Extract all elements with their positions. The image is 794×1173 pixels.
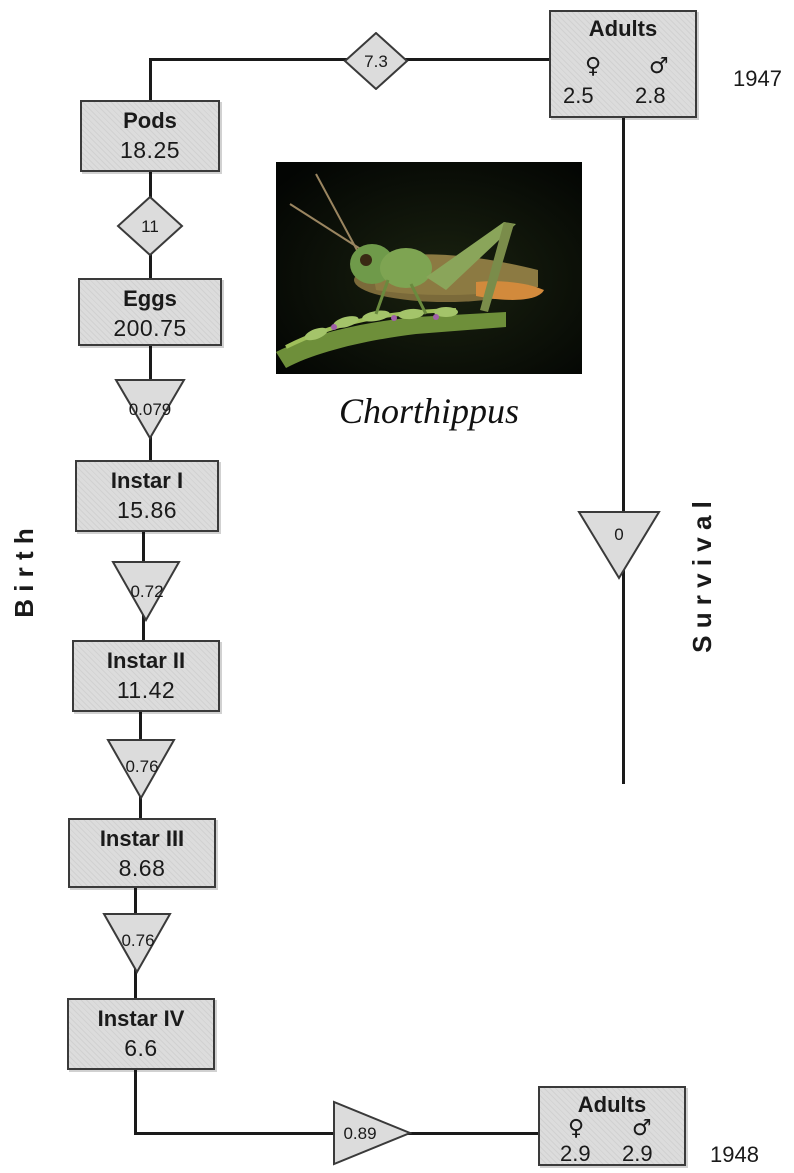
eggs-value: 200.75 xyxy=(113,315,187,341)
birth-label: B i r t h xyxy=(9,528,39,618)
instar1-survival-triangle: 0.72 xyxy=(111,561,181,622)
adults-top-female: 2.5 xyxy=(563,83,594,108)
instar4-title: Instar IV xyxy=(97,1006,185,1031)
grasshopper-photo xyxy=(276,162,582,374)
year-bottom: 1948 xyxy=(710,1142,759,1167)
instar3-survival-rate: 0.76 xyxy=(121,931,154,950)
photo-caption: Chorthippus xyxy=(338,391,520,431)
instar1-value: 15.86 xyxy=(116,497,178,523)
grasshopper-illustration xyxy=(276,162,582,374)
instar3-survival-triangle: 0.76 xyxy=(102,913,172,974)
eggs-survival-rate: 0.079 xyxy=(129,400,172,419)
instar4-survival-rate: 0.89 xyxy=(343,1124,376,1143)
instar3-box: Instar III 8.68 xyxy=(68,818,216,888)
female-symbol-icon: ♀ xyxy=(585,54,602,79)
adults-top-box: Adults ♀ ♂ 2.5 2.8 xyxy=(549,10,697,118)
male-symbol-icon: ♂ xyxy=(649,54,669,79)
pods-value: 18.25 xyxy=(119,137,181,163)
instar2-survival-triangle: 0.76 xyxy=(106,739,176,800)
instar4-box: Instar IV 6.6 xyxy=(67,998,215,1070)
adult-survival-triangle: 0 xyxy=(577,511,661,580)
survival-label: S u r v i v a l xyxy=(687,501,717,653)
year-top: 1947 xyxy=(733,66,782,91)
instar1-title: Instar I xyxy=(110,468,184,493)
fecundity-diamond: 7.3 xyxy=(343,32,409,90)
instar1-survival-rate: 0.72 xyxy=(130,582,163,601)
fecundity-rate: 7.3 xyxy=(364,52,388,71)
pods-title: Pods xyxy=(123,108,177,133)
instar2-box: Instar II 11.42 xyxy=(72,640,220,712)
instar2-value: 11.42 xyxy=(116,677,176,703)
eggs-per-pod-rate: 11 xyxy=(141,217,159,236)
pods-box: Pods 18.25 xyxy=(80,100,220,172)
eggs-survival-triangle: 0.079 xyxy=(114,379,186,440)
instar2-title: Instar II xyxy=(106,648,186,673)
instar3-title: Instar III xyxy=(99,826,185,851)
male-symbol-icon: ♂ xyxy=(632,1116,652,1141)
connector-left-top xyxy=(149,58,152,100)
adults-bottom-female: 2.9 xyxy=(560,1141,591,1166)
instar3-value: 8.68 xyxy=(118,855,166,881)
eggs-box: Eggs 200.75 xyxy=(78,278,222,346)
adults-bottom-box: Adults ♀ ♂ 2.9 2.9 xyxy=(538,1086,686,1166)
instar4-value: 6.6 xyxy=(124,1035,158,1061)
adults-bottom-male: 2.9 xyxy=(622,1141,653,1166)
adults-bottom-title: Adults xyxy=(577,1092,647,1117)
instar1-box: Instar I 15.86 xyxy=(75,460,219,532)
instar4-survival-triangle: 0.89 xyxy=(333,1100,412,1166)
adults-top-male: 2.8 xyxy=(635,83,666,108)
adults-top-title: Adults xyxy=(588,16,658,41)
connector-instar4-down xyxy=(134,1070,137,1134)
connector-survival xyxy=(622,118,625,784)
female-symbol-icon: ♀ xyxy=(568,1116,585,1141)
instar2-survival-rate: 0.76 xyxy=(125,757,158,776)
eggs-title: Eggs xyxy=(123,286,177,311)
eggs-per-pod-diamond: 11 xyxy=(116,196,184,256)
adult-survival-rate: 0 xyxy=(614,525,623,544)
